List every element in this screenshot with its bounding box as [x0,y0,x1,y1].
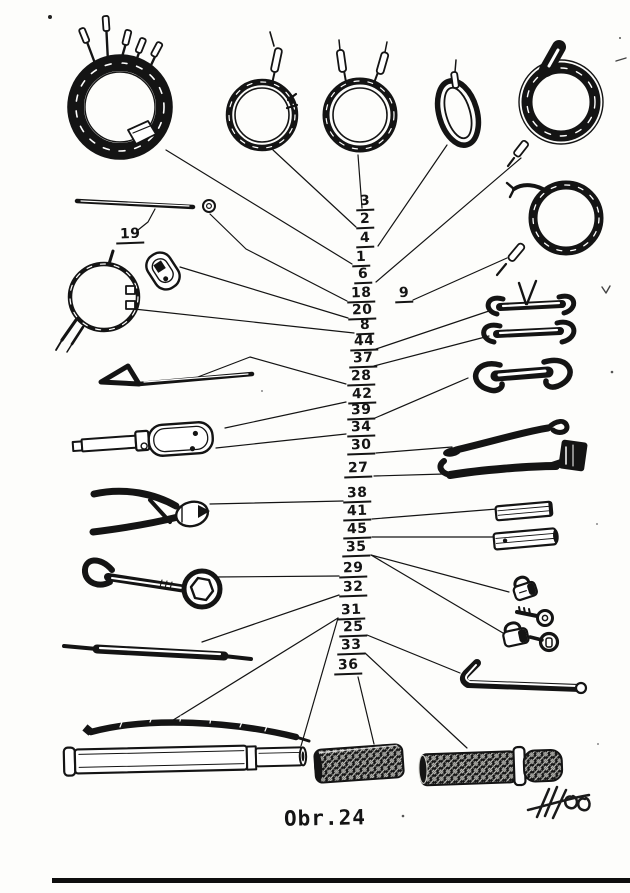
signature [526,785,591,820]
bent-lever-2 [437,439,588,479]
callout-44: 44 [349,333,379,352]
margin-marks [601,57,627,294]
callout-2: 2 [355,211,375,230]
wire-hook-tool [98,363,255,387]
callout-39: 39 [346,402,376,421]
open-end-wrench-small-2 [481,319,577,345]
cable-coil-2 [225,31,299,152]
scan-specks [48,15,621,818]
callout-28: 28 [346,368,376,387]
padlock-1 [512,575,538,602]
callout-37: 37 [348,350,378,369]
screwdriver [71,421,214,457]
callout-33: 33 [336,637,366,656]
open-end-wrench-small-1 [485,279,576,317]
callout-25: 25 [338,619,368,638]
figure-caption: Obr.24 [283,805,367,831]
box-spanner-tube-2 [492,527,559,551]
bent-lever-1 [443,419,570,457]
callout-29: 29 [338,560,368,579]
callout-4: 4 [355,230,375,249]
hex-key [459,659,588,695]
hook-ring-spanner [82,557,223,610]
callout-45: 45 [342,521,372,540]
padlock-2-with-key [502,621,560,653]
page-bottom-rule [52,878,630,883]
callout-38: 38 [342,485,372,504]
cable-loop [55,249,141,353]
tire-lever-rod [74,198,196,210]
callout-32: 32 [338,579,368,598]
grease-nipple [202,199,216,213]
callout-1: 1 [351,249,371,268]
spark-plug-cable-coil [506,40,604,168]
combination-pliers [89,487,210,536]
rubber-cap-clip [145,251,181,291]
key-1 [515,606,554,627]
cable-coil-3 [322,39,398,153]
box-spanner-tube-1 [494,500,554,522]
callout-3: 3 [355,193,375,212]
tommy-bar [62,644,253,661]
rubber-grip [313,743,405,784]
callout-30: 30 [346,437,376,456]
leader-lines [133,144,522,749]
cable-bundle-coil [67,15,173,160]
callout-34: 34 [346,419,376,438]
callout-41: 41 [342,503,372,522]
callout-9: 9 [394,285,414,304]
flexible-cable [82,715,311,743]
callout-36: 36 [333,657,363,676]
cable-coil-right [495,180,604,277]
callout-6: 6 [353,266,373,285]
callout-19: 19 [115,226,145,245]
callout-35: 35 [341,539,371,558]
callout-27: 27 [343,460,373,479]
open-end-wrench-large [472,357,573,394]
cable-coil-4 [434,59,482,148]
braided-hose [418,745,564,787]
pump-barrel [62,744,308,777]
